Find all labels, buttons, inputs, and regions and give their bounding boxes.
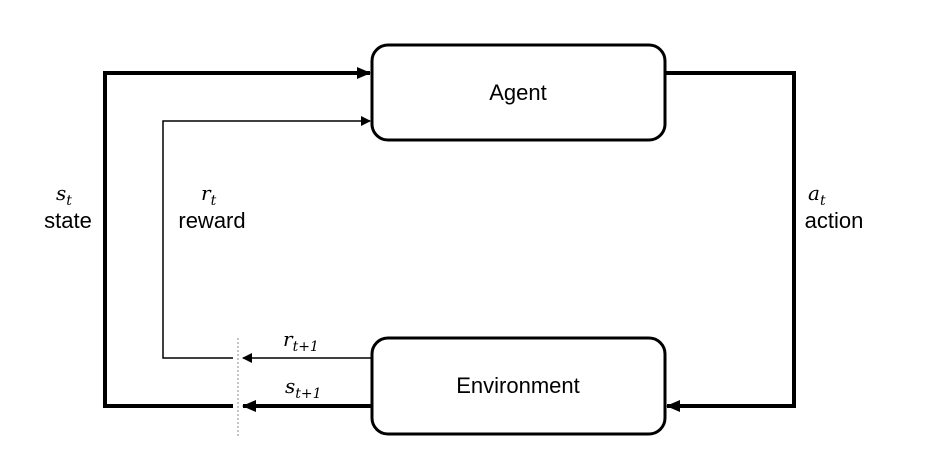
environment-box — [370, 336, 667, 436]
action-symbol: at — [808, 181, 826, 209]
next-state-symbol: st+1 — [285, 374, 322, 402]
reward-symbol: rt — [201, 181, 217, 209]
next-reward-symbol: rt+1 — [283, 327, 319, 355]
agent-label: Agent — [489, 80, 547, 105]
state-arrow — [103, 67, 371, 408]
agent-box — [370, 43, 667, 142]
state-label: state — [44, 208, 92, 233]
action-arrow — [665, 71, 796, 412]
state-symbol: st — [56, 181, 72, 209]
action-label: action — [805, 208, 864, 233]
reward-label: reward — [178, 208, 245, 233]
reward-arrow — [162, 116, 371, 359]
environment-label: Environment — [456, 373, 580, 398]
